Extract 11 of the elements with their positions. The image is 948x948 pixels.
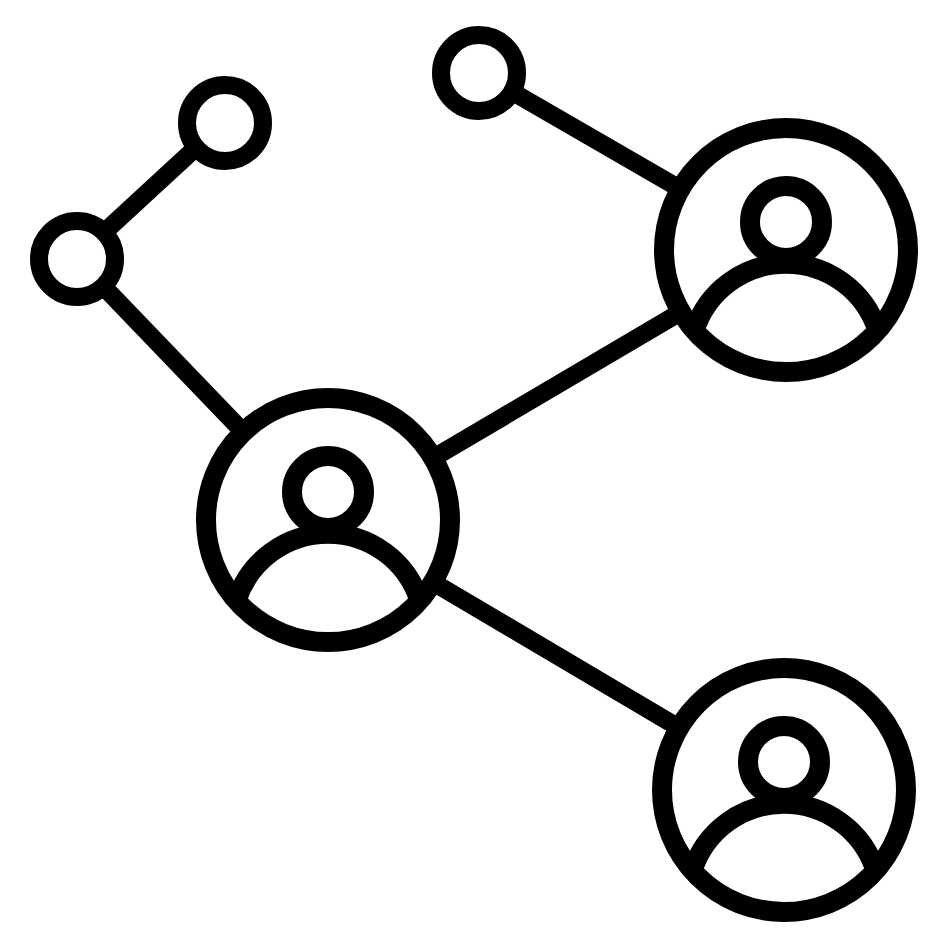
user-circle-icon	[654, 118, 918, 382]
connector-line	[509, 84, 682, 195]
connector-line	[100, 143, 200, 237]
circle-node-icon	[177, 75, 271, 169]
circle-node-icon	[29, 211, 123, 305]
user-circle-icon	[196, 388, 460, 652]
user-circle-icon	[652, 658, 916, 922]
connector-line	[431, 576, 681, 734]
circle-node-icon	[431, 25, 525, 119]
connector-line	[97, 281, 248, 436]
connector-line	[432, 306, 682, 464]
